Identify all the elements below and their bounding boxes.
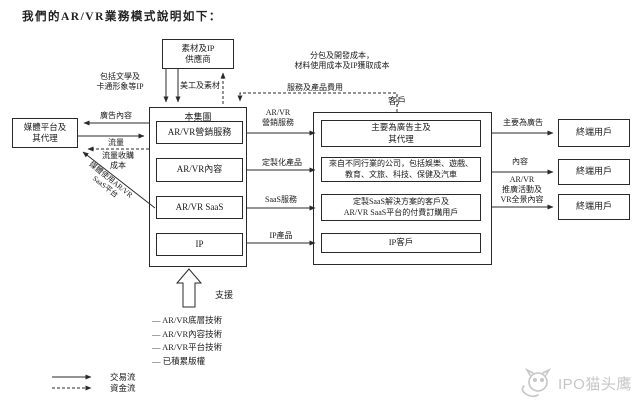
- tech-item: — 已積累版權: [152, 355, 206, 366]
- tech-item: — AR/VR底層技術: [152, 315, 223, 325]
- watermark: IPO猫头鹰: [518, 366, 632, 400]
- group-item-content: AR/VR內容: [156, 158, 243, 182]
- tech-item: — AR/VR平台技術: [152, 342, 223, 352]
- customer-item-advertisers: 主要為廣告主及 其代理: [321, 120, 481, 147]
- group-item-saas: AR/VR SaaS: [156, 196, 243, 219]
- customer-item-industries: 來自不同行業的公司，包括娛樂、遊戲、 教育、文旅、科技、保健及汽車: [321, 157, 481, 182]
- label-costs: 分包及開發成本， 材料使用成本及IP獲取成本: [294, 51, 390, 70]
- end-user-box-3: 終端用戶: [558, 194, 630, 220]
- owl-logo-icon: [521, 368, 552, 398]
- support-up-arrow: [175, 268, 203, 308]
- label-marketing-flow: AR/VR 營銷服務: [262, 108, 294, 127]
- group-item-marketing: AR/VR營銷服務: [156, 121, 243, 144]
- label-traffic: 流量: [108, 138, 124, 147]
- label-service-fee: 服務及產品費用: [287, 83, 343, 92]
- watermark-text: IPO猫头鹰: [558, 375, 632, 393]
- label-promo: AR/VR 推廣活動及 VR全景內容: [500, 175, 544, 204]
- group-item-ip: IP: [156, 233, 243, 256]
- customer-item-saas-clients: 定製SaaS解決方案的客戶及 AR/VR SaaS平台的付費訂購用戶: [321, 194, 481, 221]
- label-ad-content: 廣告內容: [100, 111, 132, 120]
- customer-item-ip-clients: IP客戶: [321, 233, 481, 253]
- end-user-box-1: 終端用戶: [558, 119, 630, 147]
- legend-capital-flow: 資金流: [110, 383, 136, 393]
- media-platform-box: 媒體平台及 其代理: [12, 118, 78, 148]
- label-saas-service: SaaS服務: [265, 195, 297, 204]
- label-custom-products: 定製化產品: [262, 158, 302, 167]
- legend-transaction-flow: 交易流: [110, 372, 136, 382]
- label-art-materials: 美工及素材: [180, 81, 220, 90]
- end-user-box-2: 終端用戶: [558, 159, 630, 185]
- label-supplier-note: 包括文學及 卡通形象等IP: [96, 72, 144, 91]
- customer-label: 客戶: [387, 96, 406, 106]
- label-mainly-ads: 主要為廣告: [503, 118, 543, 127]
- technology-list: — AR/VR底層技術 — AR/VR內容技術 — AR/VR平台技術 — 已積…: [152, 314, 222, 367]
- tech-item: — AR/VR內容技術: [152, 328, 223, 339]
- supplier-box: 素材及IP 供應商: [162, 39, 234, 69]
- page-title: 我們的AR/VR業務模式說明如下：: [22, 11, 222, 23]
- label-content-flow: 內容: [512, 157, 528, 166]
- label-support: 支援: [214, 290, 233, 300]
- label-ip-products: IP產品: [269, 231, 293, 240]
- group-label: 本集團: [184, 112, 212, 122]
